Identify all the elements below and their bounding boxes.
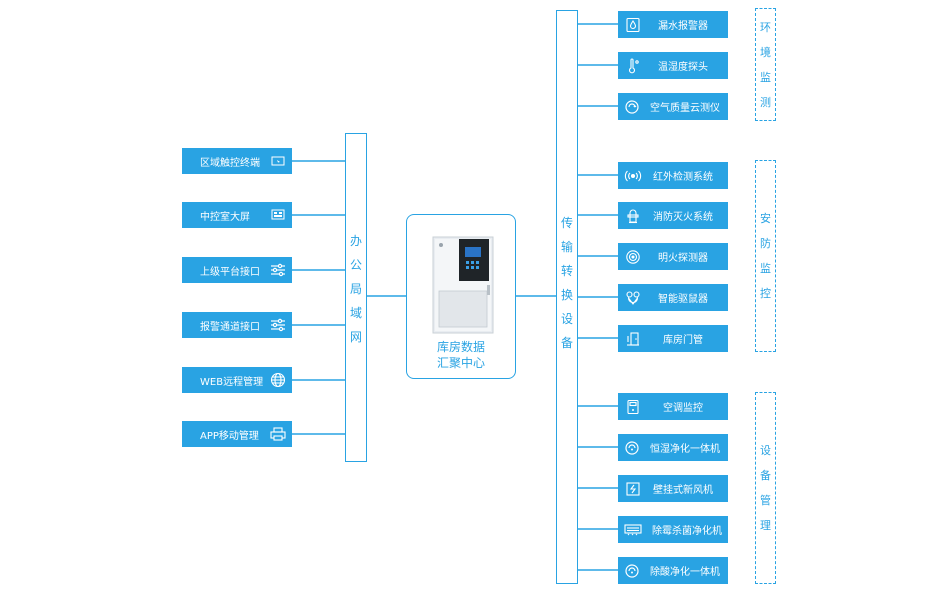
touch-terminal-icon (270, 153, 286, 169)
leak-alarm-icon (624, 16, 642, 34)
right-item-label: 壁挂式新风机 (653, 485, 713, 496)
office-lan-char: 公 (349, 258, 362, 272)
big-screen-icon (270, 207, 286, 223)
data-cabinet-image (432, 236, 494, 334)
left-item-big-screen: 中控室大屏 (182, 202, 292, 228)
office-lan-char: 办 (349, 234, 362, 248)
right-item-flame-detector: 明火探测器 (618, 243, 728, 270)
left-item-label: 报警通道接口 (200, 321, 260, 333)
transfer-char: 换 (560, 288, 573, 302)
left-item-upper-platform: 上级平台接口 (182, 257, 292, 283)
left-item-label: WEB远程管理 (200, 376, 264, 388)
group-equipment-management: 设 备 管 理 (755, 392, 776, 584)
transfer-char: 传 (560, 216, 573, 230)
group-char: 备 (760, 469, 771, 482)
transfer-char: 备 (560, 336, 573, 350)
group-char: 管 (760, 494, 771, 507)
group-char: 环 (760, 20, 771, 34)
globe-icon (270, 372, 286, 388)
hydrant-icon (624, 207, 642, 225)
right-item-label: 除霉杀菌净化机 (652, 526, 722, 537)
right-item-label: 红外检测系统 (653, 172, 713, 183)
door-icon (624, 330, 642, 348)
humidity-purifier-icon (624, 439, 640, 457)
right-item-label: 恒湿净化一体机 (650, 444, 720, 455)
group-char: 设 (760, 444, 771, 457)
left-item-label: 中控室大屏 (200, 211, 250, 223)
wall-fan-icon (624, 480, 642, 498)
transfer-char: 转 (560, 264, 573, 278)
group-char: 监 (760, 70, 771, 84)
right-item-mouse-repeller: 智能驱鼠器 (618, 284, 728, 311)
left-item-label: 区域触控终端 (200, 157, 260, 169)
left-item-label: 上级平台接口 (200, 266, 260, 278)
group-environment-monitoring: 环 境 监 测 (755, 8, 776, 121)
group-char: 防 (760, 237, 771, 250)
right-item-label: 除酸净化一体机 (650, 567, 720, 578)
left-item-label: APP移动管理 (200, 430, 259, 442)
mouse-repeller-icon (624, 289, 642, 307)
right-item-fire-system: 消防灭火系统 (618, 202, 728, 229)
transfer-device-bar: 传 输 转 换 设 备 (556, 10, 578, 584)
office-lan-char: 网 (349, 330, 362, 344)
right-item-mold-purifier: 除霉杀菌净化机 (618, 516, 728, 543)
group-char: 理 (760, 519, 771, 532)
left-item-web-remote: WEB远程管理 (182, 367, 292, 393)
group-security-monitoring: 安 防 监 控 (755, 160, 776, 352)
group-char: 控 (760, 287, 771, 300)
right-item-humidity-purifier: 恒湿净化一体机 (618, 434, 728, 461)
flame-detector-icon (624, 248, 642, 266)
right-item-label: 温湿度探头 (658, 62, 708, 73)
office-lan-char: 域 (349, 306, 362, 320)
right-item-label: 空气质量云测仪 (650, 103, 720, 114)
infrared-icon (624, 167, 642, 185)
left-item-app-mobile: APP移动管理 (182, 421, 292, 447)
right-item-wall-fan: 壁挂式新风机 (618, 475, 728, 502)
center-title-line1: 库房数据 (436, 340, 485, 354)
sliders-icon (270, 317, 286, 333)
transfer-char: 输 (560, 240, 573, 254)
group-char: 监 (760, 262, 771, 275)
office-lan-bar: 办 公 局 域 网 (345, 133, 367, 462)
right-item-infrared: 红外检测系统 (618, 162, 728, 189)
data-center-box: 库房数据 汇聚中心 (406, 214, 516, 379)
right-item-label: 漏水报警器 (658, 21, 708, 32)
printer-icon (270, 426, 286, 442)
thermometer-icon (624, 57, 642, 75)
right-item-temp-humidity: 温湿度探头 (618, 52, 728, 79)
right-item-label: 库房门管 (663, 335, 703, 346)
right-item-label: 消防灭火系统 (653, 212, 713, 223)
right-item-air-quality: 空气质量云测仪 (618, 93, 728, 120)
air-conditioner-icon (624, 398, 642, 416)
air-quality-icon (624, 98, 640, 116)
acid-purifier-icon (624, 562, 640, 580)
right-item-label: 明火探测器 (658, 253, 708, 264)
right-item-storage-door: 库房门管 (618, 325, 728, 352)
left-item-touch-terminal: 区域触控终端 (182, 148, 292, 174)
center-title-line2: 汇聚中心 (436, 356, 485, 370)
group-char: 境 (760, 45, 771, 59)
group-char: 安 (760, 212, 771, 225)
office-lan-char: 局 (349, 282, 362, 296)
right-item-ac-monitor: 空调监控 (618, 393, 728, 420)
mold-purifier-icon (624, 521, 642, 539)
right-item-label: 智能驱鼠器 (658, 294, 708, 305)
group-char: 测 (760, 95, 771, 109)
left-item-alarm-channel: 报警通道接口 (182, 312, 292, 338)
right-item-acid-purifier: 除酸净化一体机 (618, 557, 728, 584)
right-item-leak-alarm: 漏水报警器 (618, 11, 728, 38)
right-item-label: 空调监控 (663, 403, 703, 414)
transfer-char: 设 (560, 312, 573, 326)
sliders-icon (270, 262, 286, 278)
